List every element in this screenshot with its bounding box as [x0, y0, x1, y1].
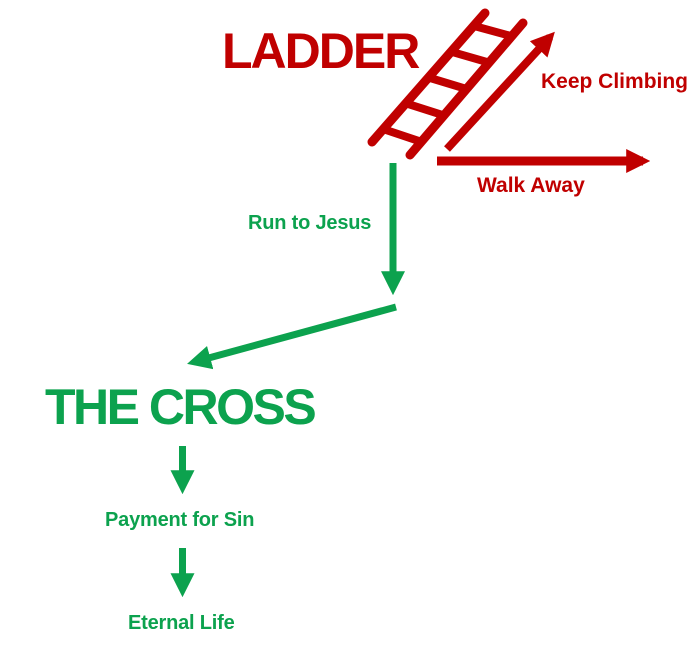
to-the-cross-arrow [187, 303, 397, 370]
eternal-life-label: Eternal Life [128, 612, 235, 634]
keep-climbing-label: Keep Climbing [541, 70, 689, 93]
the-cross-title: THE CROSS [45, 379, 317, 435]
keep-climbing-arrow [444, 31, 555, 152]
run-to-jesus-label: Run to Jesus [248, 212, 372, 234]
payment-for-sin-label: Payment for Sin [105, 509, 255, 531]
walk-away-label: Walk Away [477, 174, 585, 197]
ladder-icon [367, 8, 528, 160]
ladder-title: LADDER [222, 23, 420, 79]
